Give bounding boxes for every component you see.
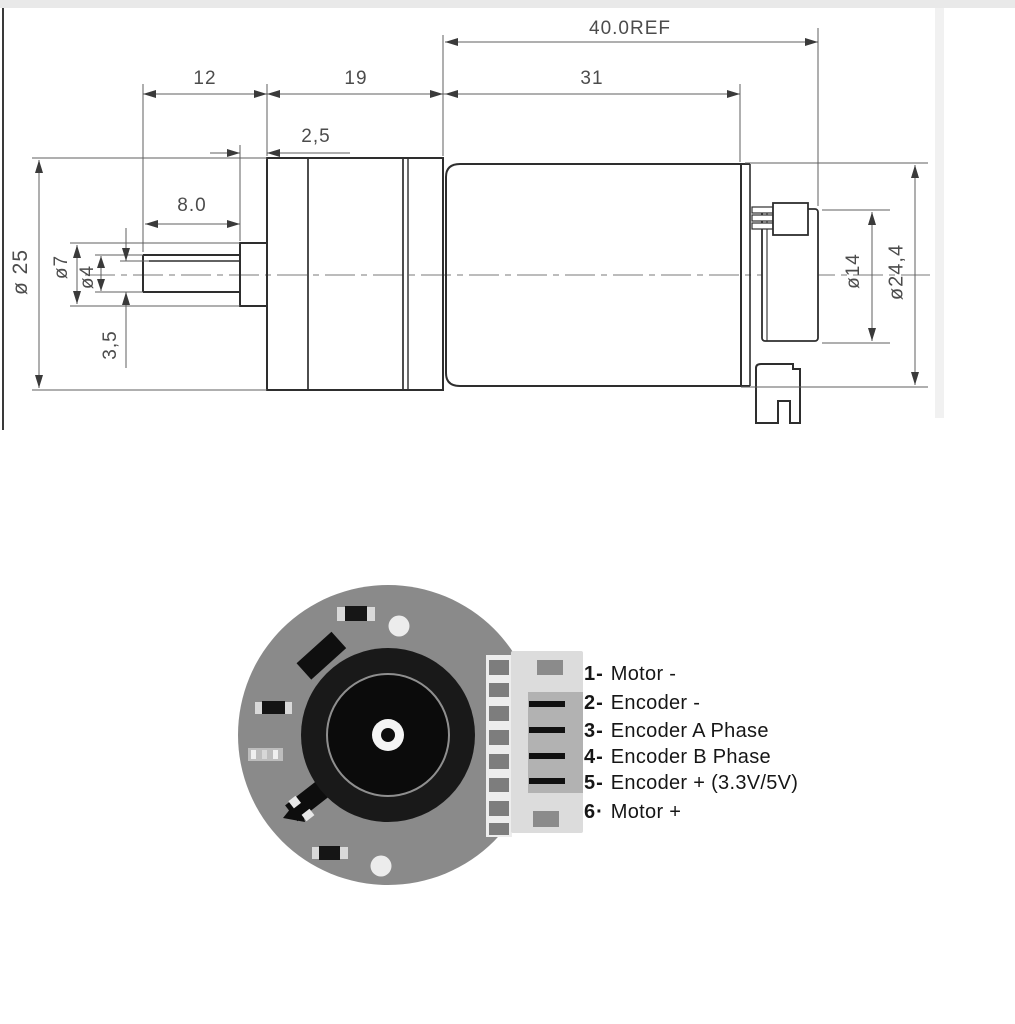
pin-number: 1- [584, 663, 604, 685]
dim-boss-diameter: ø7 [51, 254, 72, 280]
dim-shaft-length: 12 [193, 68, 217, 89]
right-faint-strip [935, 8, 944, 418]
smd-light-component [248, 748, 283, 761]
pin-legend-row-5: 5- Encoder + (3.3V/5V) [584, 772, 798, 794]
pin-number: 3- [584, 720, 604, 742]
motor-terminals [751, 206, 774, 230]
encoder-magnet-ring [301, 648, 475, 822]
pin-legend-row-1: 1- Motor - [584, 663, 676, 685]
dim-flat-length: 8.0 [177, 195, 207, 216]
connector-side [772, 202, 809, 236]
pin-6-pad [533, 811, 559, 827]
pin-number: 4- [584, 746, 604, 768]
smd-resistor-left [255, 701, 292, 714]
motor-body [445, 163, 751, 387]
pin-pad-strip [486, 655, 512, 837]
pcb-hole-top [388, 615, 410, 637]
dim-motor-diameter: ø24,4 [885, 243, 908, 301]
pin-3-bar [529, 727, 565, 733]
pin-legend-row-6: 6· Motor + [584, 801, 681, 823]
shaft-center [381, 728, 395, 742]
pin-label: Encoder + (3.3V/5V) [610, 772, 799, 794]
pin-label: Encoder B Phase [610, 746, 771, 768]
pin-2-bar [529, 701, 565, 707]
side-view-drawing [0, 0, 1015, 430]
pin-number: 5- [584, 772, 604, 794]
pin-label: Encoder A Phase [610, 720, 769, 742]
smd-diode-cluster [283, 779, 331, 822]
encoder-pcb-photo [238, 585, 583, 885]
pin-legend-row-3: 3- Encoder A Phase [584, 720, 769, 742]
gearbox-body [266, 157, 444, 391]
pin-label: Motor + [610, 801, 682, 823]
dim-shaft-flat-height: 3,5 [100, 330, 121, 360]
dim-gearbox-length: 19 [344, 68, 368, 89]
smd-resistor-top [337, 606, 375, 621]
jst-connector [511, 651, 583, 833]
pin-label: Motor - [610, 663, 677, 685]
dim-boss-width: 2,5 [301, 126, 331, 147]
pin-number: 6· [584, 801, 604, 823]
pin-5-bar [529, 778, 565, 784]
dimension-arrows [35, 38, 919, 388]
smd-resistor-bottom [312, 846, 348, 860]
dim-overall-length: 40.0REF [589, 18, 671, 39]
dim-shaft-diameter: ø4 [77, 264, 98, 290]
top-gray-bar [0, 0, 1015, 8]
encoder-housing-side [751, 202, 819, 424]
pin-1-pad [537, 660, 563, 675]
pin-legend-row-2: 2- Encoder - [584, 692, 700, 714]
pin-label: Encoder - [610, 692, 701, 714]
pin-number: 2- [584, 692, 604, 714]
pin-4-bar [529, 753, 565, 759]
smd-inductor [296, 631, 347, 680]
dim-encoder-diameter: ø14 [843, 253, 864, 289]
pin-legend-row-4: 4- Encoder B Phase [584, 746, 771, 768]
pcb-hole-bottom [370, 855, 392, 877]
mounting-tab [755, 363, 801, 424]
output-shaft [142, 242, 268, 307]
smd-components [248, 606, 375, 860]
dim-gearbox-diameter: ø 25 [9, 248, 32, 296]
dim-motor-length: 31 [580, 68, 604, 89]
